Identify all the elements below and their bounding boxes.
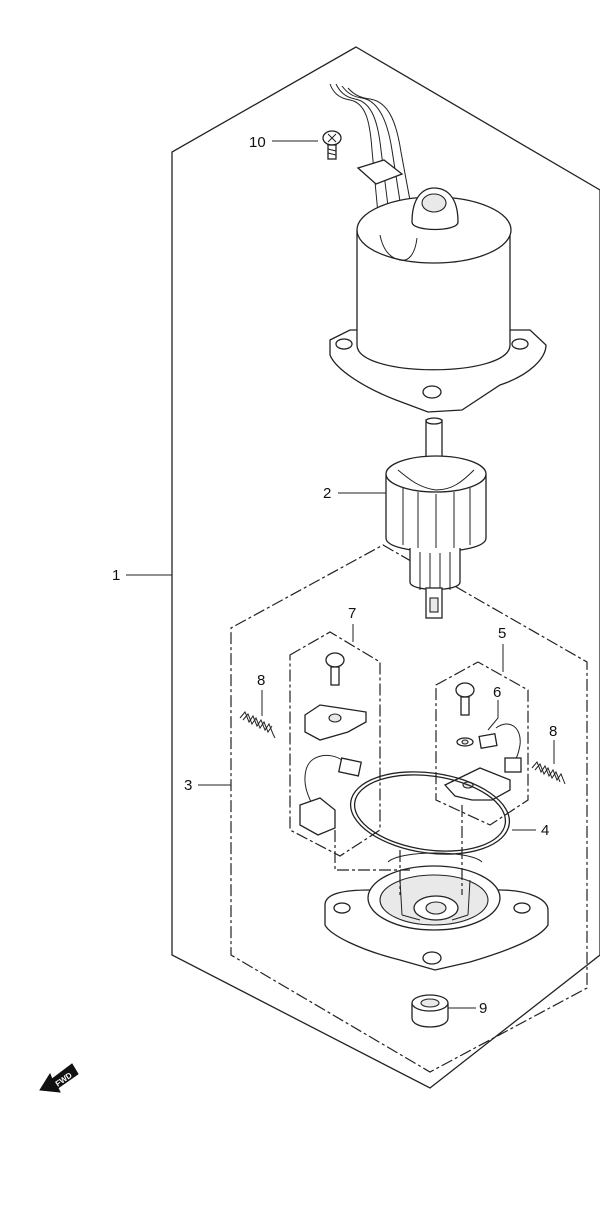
alignment-lines: [334, 805, 463, 895]
callout-3: 3: [184, 777, 192, 794]
o-ring-4: [349, 771, 511, 855]
assembly-1-boundary: [171, 46, 600, 1089]
end-cover: [324, 852, 549, 971]
brush-holder-7: [289, 631, 381, 857]
brush-holder-5: [435, 661, 529, 826]
spring-8-right: [531, 761, 566, 785]
callout-1: 1: [112, 567, 120, 584]
callout-10: 10: [249, 134, 266, 151]
spring-8-left: [239, 711, 276, 739]
leader-lines: [126, 140, 555, 1009]
seal-9: [411, 994, 449, 1028]
callout-9: 9: [479, 1000, 487, 1017]
callout-6: 6: [493, 684, 501, 701]
callout-4: 4: [541, 822, 549, 839]
assembly-3-boundary: [230, 544, 588, 1073]
callout-8-right: 8: [549, 723, 557, 740]
fwd-arrow-icon: FWD: [39, 1063, 79, 1093]
callout-5: 5: [498, 625, 506, 642]
armature-2: [385, 417, 487, 619]
callout-8-left: 8: [257, 672, 265, 689]
callout-7: 7: [348, 605, 356, 622]
callout-2: 2: [323, 485, 331, 502]
screw-10: [322, 130, 342, 160]
motor-housing: [329, 83, 547, 413]
